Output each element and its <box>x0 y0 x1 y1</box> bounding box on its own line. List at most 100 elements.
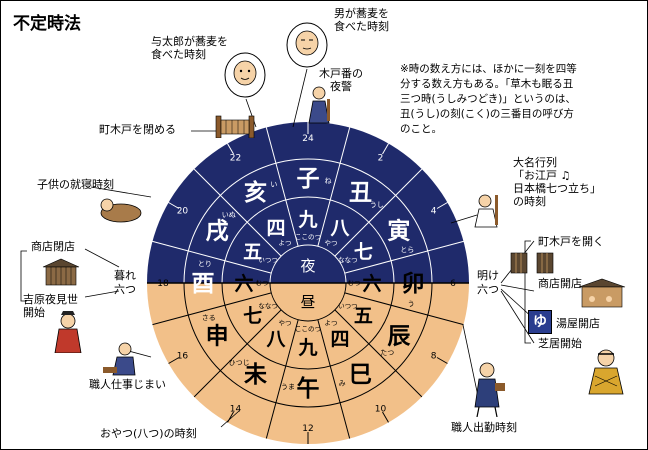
zodiac-kanji: 戌 <box>206 219 229 245</box>
courtesan-icon <box>54 311 82 353</box>
segment-divider <box>152 240 272 274</box>
label-kido-close: 町木戸を閉める <box>99 123 176 136</box>
count-reading: ななつ <box>258 302 278 310</box>
artisan-start-icon <box>474 362 505 417</box>
count-reading: やつ <box>279 319 292 327</box>
count-reading: ななつ <box>338 256 358 264</box>
note-text: ※時の数え方には、ほかに一刻を四等分する数え方もある。「草木も眠る丑三つ時(うし… <box>400 63 577 135</box>
label-store-open: 商店開店 <box>538 277 582 290</box>
hour-tick <box>436 202 448 209</box>
hour-label: 16 <box>177 352 189 362</box>
label-yotaro: 与太郎が蕎麦を 食べた時刻 <box>151 35 228 61</box>
segment-divider <box>317 127 351 247</box>
hour-label: 10 <box>375 405 387 415</box>
zodiac-kanji: 亥 <box>244 179 267 206</box>
count-kanji: 八 <box>266 328 286 350</box>
actor-icon <box>588 349 624 395</box>
hour-label: 24 <box>302 134 314 144</box>
label-oyatsu: おやつ(八つ)の時刻 <box>100 427 197 440</box>
clock-rings <box>147 122 469 444</box>
hour-label: 6 <box>450 279 456 289</box>
label-daimyo: 大名行列 「お江戸 ♫ 日本橋七つ立ち」 の時刻 <box>513 156 601 208</box>
hour-tick <box>382 143 389 155</box>
zodiac-kanji: 申 <box>206 323 229 350</box>
zodiac-reading: うま <box>281 383 295 391</box>
page-title: 不定時法 <box>13 14 81 34</box>
hour-label: 20 <box>177 207 189 217</box>
side-label-left: 六つ <box>114 283 136 296</box>
count-kanji: 五 <box>354 305 373 327</box>
man-face-icon <box>286 22 328 68</box>
segment-divider <box>193 168 282 257</box>
hour-label: 4 <box>431 207 437 217</box>
label-man: 男が蕎麦を 食べた時刻 <box>334 7 389 33</box>
leader-store-open <box>500 284 535 292</box>
middle-ring-line-day <box>221 282 395 370</box>
label-yoshiwara: 吉原夜見世 開始 <box>23 293 78 319</box>
side-label-left: 暮れ <box>114 268 136 282</box>
night-half <box>147 122 469 283</box>
zodiac-kanji: 丑 <box>349 180 372 206</box>
count-reading: むつ <box>256 279 269 287</box>
hour-tick <box>168 202 180 209</box>
outer-ring-line-day <box>183 282 433 408</box>
shop-closed-icon <box>42 258 80 286</box>
segment-divider <box>265 127 299 247</box>
hour-label: 18 <box>157 279 169 289</box>
label-theater: 芝居開始 <box>538 337 582 350</box>
count-reading: いつつ <box>258 256 278 264</box>
count-reading: いつつ <box>338 302 358 310</box>
leader-yotaro <box>245 98 257 128</box>
label-child: 子供の就寝時刻 <box>37 178 114 191</box>
side-label-right: 六つ <box>477 283 499 296</box>
leader-yoshiwara <box>84 290 120 298</box>
count-kanji: 四 <box>266 218 285 240</box>
clock-texts: 24246810121416182022子ね丑うし寅とら卯う辰たつ巳み午うま未ひ… <box>114 134 499 434</box>
zodiac-reading: とら <box>400 246 414 254</box>
count-kanji: 九 <box>297 209 317 231</box>
leader-daimyo <box>450 214 478 224</box>
leader-artisan-start <box>462 324 480 402</box>
zodiac-kanji: 寅 <box>387 218 410 245</box>
kido-gate-icon <box>215 115 255 138</box>
zodiac-reading: み <box>339 379 346 387</box>
hour-label: 8 <box>431 352 437 362</box>
zodiac-reading: ね <box>325 177 332 185</box>
segment-divider <box>193 309 282 398</box>
count-kanji: 五 <box>243 241 262 263</box>
leader-theater <box>500 290 535 344</box>
zodiac-kanji: 午 <box>297 375 320 402</box>
count-reading: やつ <box>325 239 338 247</box>
bracket-left <box>20 250 27 302</box>
zodiac-reading: たつ <box>380 349 394 357</box>
leader-oyatsu <box>220 410 240 428</box>
zodiac-kanji: 巳 <box>349 362 372 388</box>
shop-open-icon <box>578 278 626 308</box>
center-night-label: 夜 <box>300 257 315 275</box>
outer-ring-line-night <box>183 158 433 284</box>
bracket-right <box>524 240 531 344</box>
segment-divider <box>344 240 464 274</box>
segment-divider <box>152 292 272 326</box>
hour-tick <box>382 411 389 423</box>
count-kanji: 九 <box>297 337 317 359</box>
count-kanji: 四 <box>330 328 349 350</box>
zodiac-reading: とり <box>198 260 212 268</box>
hour-label: 12 <box>302 424 313 434</box>
count-kanji: 八 <box>330 218 350 240</box>
leader-store-close <box>84 248 120 268</box>
zodiac-kanji: 卯 <box>402 271 425 297</box>
segment-divider <box>334 168 423 257</box>
hour-tick <box>436 357 448 364</box>
leader-child <box>90 186 152 198</box>
kidoban-figure-icon <box>308 86 330 124</box>
count-reading: ここのつ <box>295 325 321 333</box>
zodiac-reading: うし <box>370 201 384 209</box>
day-half <box>147 283 469 444</box>
hour-label: 2 <box>378 153 384 163</box>
clock-marks <box>20 68 535 444</box>
leader-man <box>292 68 308 128</box>
count-reading: よつ <box>325 319 338 327</box>
